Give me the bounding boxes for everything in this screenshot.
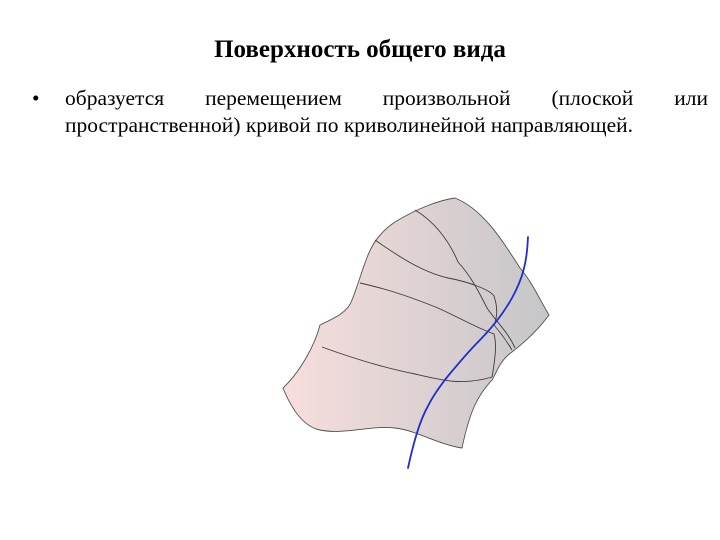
guide-curve bbox=[407, 236, 529, 469]
section-line-1 bbox=[414, 209, 516, 349]
curved-surface bbox=[282, 197, 550, 449]
bullet-text: образуется перемещением произвольной (пл… bbox=[65, 86, 708, 137]
section-line-2 bbox=[374, 239, 513, 351]
bullet-marker: • bbox=[32, 86, 40, 110]
slide-title: Поверхность общего вида bbox=[214, 36, 506, 63]
section-line-4 bbox=[321, 346, 493, 383]
section-line-3 bbox=[359, 282, 496, 378]
bullet-item: • образуется перемещением произвольной (… bbox=[32, 85, 708, 139]
cross-section-lines bbox=[321, 209, 516, 383]
